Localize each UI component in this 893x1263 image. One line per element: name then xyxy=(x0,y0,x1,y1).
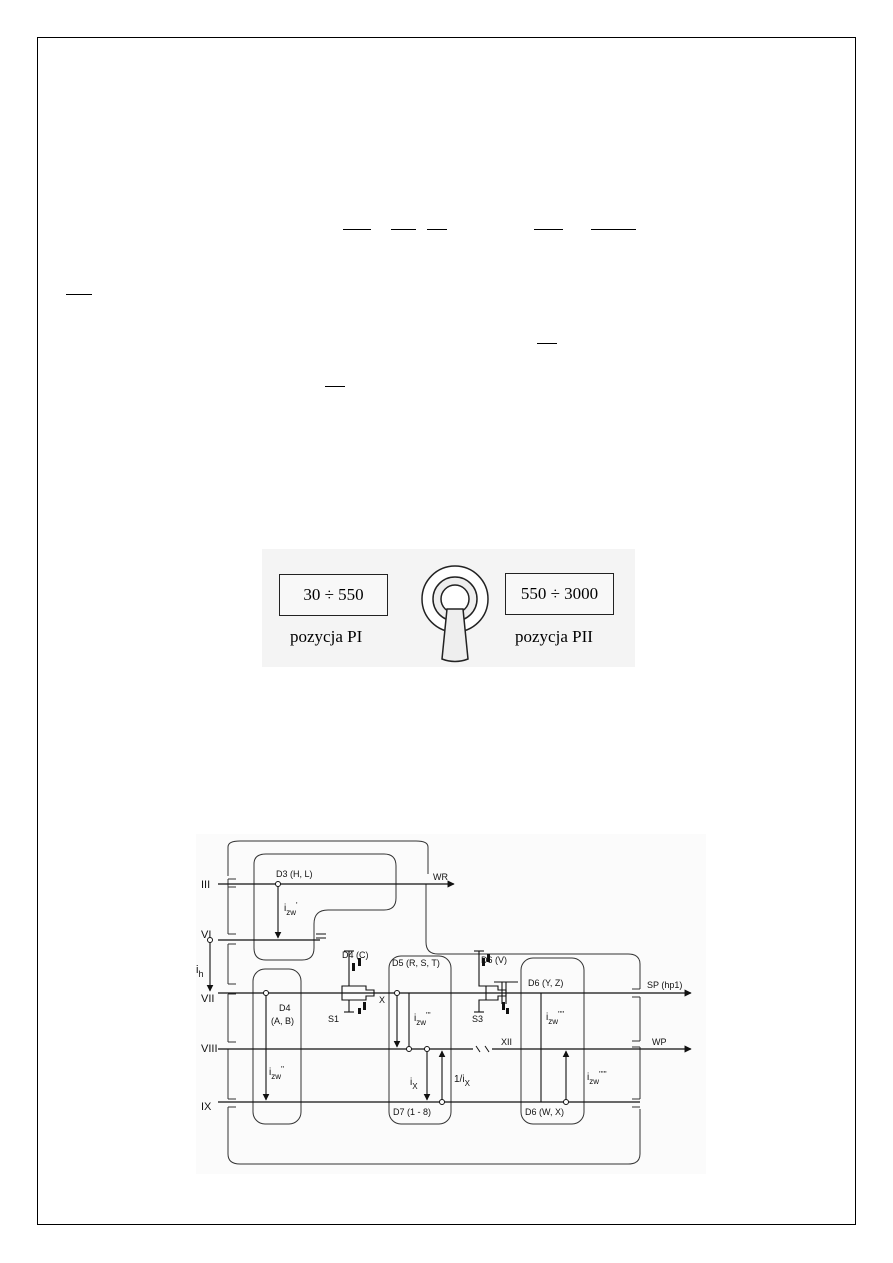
clutch-label-d6v: D6 (V) xyxy=(481,955,507,965)
range-box-right: 550 ÷ 3000 xyxy=(505,573,614,615)
d6-housing xyxy=(520,957,585,1125)
clutch-label-d6yz: D6 (Y, Z) xyxy=(528,978,563,988)
ratio-label-izw3: izw''' xyxy=(414,1011,431,1027)
shaft-label: VI xyxy=(201,929,211,941)
fraction-bar xyxy=(534,229,563,230)
d5-housing xyxy=(388,955,452,1125)
ratio-label-ih: ih xyxy=(196,964,203,979)
ratio-label-izw1: izw' xyxy=(284,901,298,917)
output-label-wp: WP xyxy=(652,1037,667,1047)
fraction-bar xyxy=(537,343,557,344)
clutch-label-d7: D7 (1 - 8) xyxy=(393,1107,431,1117)
ratio-label-ix: iX xyxy=(410,1077,418,1091)
d3-housing xyxy=(253,853,397,961)
clutch-label-d3: D3 (H, L) xyxy=(276,869,313,879)
shaft-label-xii: XII xyxy=(501,1037,512,1047)
output-label-sp: SP (hp1) xyxy=(647,980,682,990)
d4-housing xyxy=(252,968,302,1125)
housing-outer xyxy=(227,840,641,1165)
fraction-bar xyxy=(391,229,416,230)
fraction-bar xyxy=(591,229,636,230)
clutch-label-s3: S3 xyxy=(472,1014,483,1024)
fraction-bar xyxy=(66,294,92,295)
clutch-label-s1: S1 xyxy=(328,1014,339,1024)
ratio-label-izw4: izw'''' xyxy=(546,1010,565,1026)
ratio-label-inv-ix: 1/iX xyxy=(454,1074,471,1088)
shaft-label: III xyxy=(201,879,210,891)
clutch-label-d5: D5 (R, S, T) xyxy=(392,958,440,968)
fraction-bar xyxy=(325,386,345,387)
clutch-label-d4ab: (A, B) xyxy=(271,1016,294,1026)
output-label-wr: WR xyxy=(433,872,448,882)
fraction-bar xyxy=(427,229,447,230)
shaft-label: VII xyxy=(201,993,214,1005)
range-label-right: pozycja PII xyxy=(515,627,593,646)
clutch-label-d6wx: D6 (W, X) xyxy=(525,1107,564,1117)
clutch-label-x: X xyxy=(379,995,385,1005)
selector-knob-icon xyxy=(421,565,489,663)
ratio-label-izw5: izw''''' xyxy=(587,1070,607,1086)
ratio-label-izw2: izw'' xyxy=(269,1065,285,1081)
shaft-label: VIII xyxy=(201,1043,218,1055)
shaft-label: IX xyxy=(201,1101,212,1113)
gearbox-diagram: III VI VII VIII IX ih D3 (H, L) WR D4 (C… xyxy=(196,834,706,1174)
page-frame xyxy=(37,37,856,1225)
clutch-label-d4c: D4 (C) xyxy=(342,950,369,960)
range-label-left: pozycja PI xyxy=(290,627,363,646)
clutch-label-d4: D4 xyxy=(279,1003,291,1013)
fraction-bar xyxy=(343,229,371,230)
range-selector: 30 ÷ 550 pozycja PI 550 ÷ 3000 pozycja P… xyxy=(262,549,635,667)
range-box-left: 30 ÷ 550 xyxy=(279,574,388,616)
